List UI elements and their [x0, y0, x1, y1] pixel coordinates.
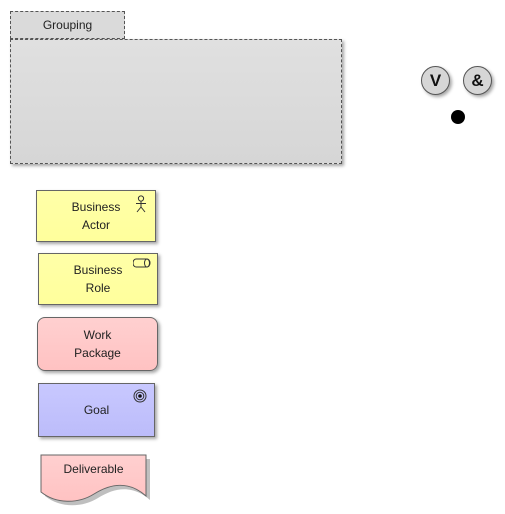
work-package-label-1: Work	[83, 328, 112, 342]
and-junction-label: &	[471, 70, 484, 90]
work-package[interactable]: Work Package	[37, 317, 158, 371]
business-role[interactable]: Business Role	[38, 253, 158, 305]
or-junction-label: V	[429, 70, 442, 90]
and-junction[interactable]: &	[463, 66, 492, 95]
business-actor[interactable]: Business Actor	[36, 190, 156, 242]
business-role-label-2: Role	[85, 281, 111, 295]
goal-label: Goal	[83, 403, 110, 417]
role-icon	[133, 258, 151, 268]
business-actor-label-2: Actor	[81, 218, 110, 232]
business-actor-label-1: Business	[71, 200, 121, 214]
goal[interactable]: Goal	[38, 383, 155, 437]
business-role-label-1: Business	[73, 263, 123, 277]
work-package-label-2: Package	[74, 346, 121, 360]
goal-icon	[133, 389, 147, 403]
deliverable-label: Deliverable	[63, 462, 124, 476]
grouping-tab[interactable]: Grouping	[10, 11, 125, 39]
actor-icon	[136, 195, 146, 213]
deliverable-shape[interactable]	[40, 454, 150, 510]
or-junction[interactable]: V	[421, 66, 450, 95]
grouping-label: Grouping	[42, 18, 93, 32]
grouping-body[interactable]	[10, 39, 342, 164]
junction-dot[interactable]	[451, 110, 465, 124]
